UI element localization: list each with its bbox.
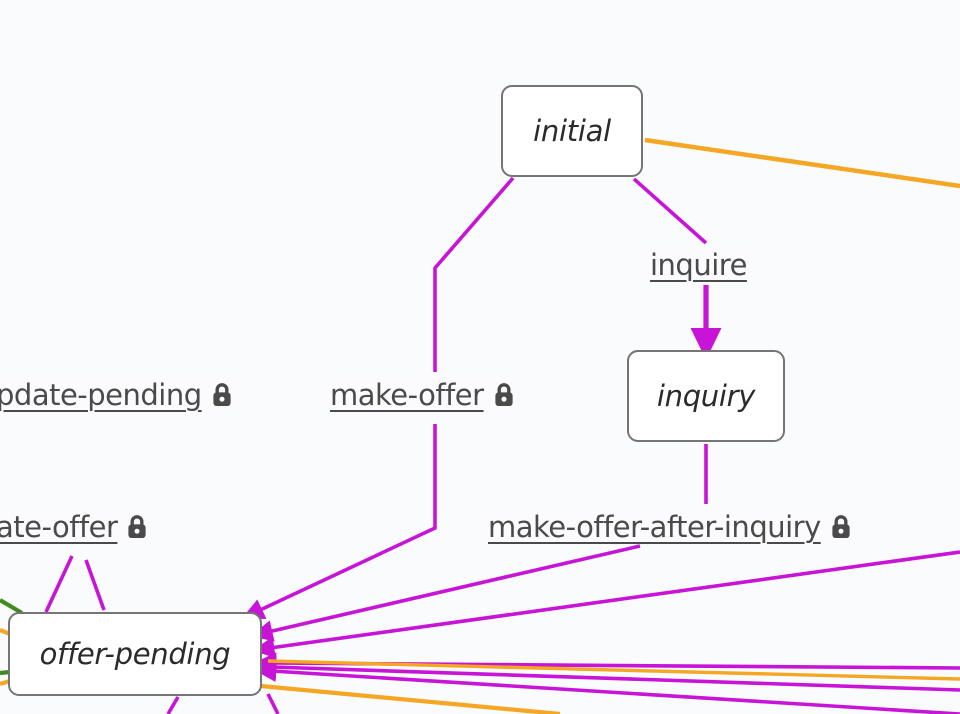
edge-label-update-pending-text: pdate-pending xyxy=(0,378,202,412)
edge-initial-to-offscreen-right xyxy=(644,137,960,189)
edge-initial-to-offer-pending-upper xyxy=(433,176,515,372)
edge-update-offer-stub xyxy=(44,555,74,613)
node-offer-pending[interactable]: offer-pending xyxy=(8,612,262,696)
node-initial[interactable]: initial xyxy=(501,85,643,177)
edge-offer-pending-top-magenta xyxy=(84,559,106,611)
edge-offscreen-to-offer-pending-4 xyxy=(254,660,960,714)
edge-offer-pending-orange-out-right xyxy=(260,683,561,714)
edge-label-update-offer[interactable]: ate-offer xyxy=(0,510,151,544)
edge-label-make-offer-after-inquiry[interactable]: make-offer-after-inquiry xyxy=(486,510,854,544)
edge-offscreen-to-offer-pending-1 xyxy=(252,550,960,659)
edge-label-make-offer-text: make-offer xyxy=(330,378,484,412)
lock-icon xyxy=(493,382,515,408)
edge-label-update-offer-text: ate-offer xyxy=(0,510,118,544)
edge-inquiry-to-offer-pending-lower xyxy=(250,544,641,642)
node-inquiry-label: inquiry xyxy=(656,379,756,413)
edge-label-inquire[interactable]: inquire xyxy=(648,248,749,282)
lock-icon xyxy=(126,514,148,540)
edge-label-inquire-text: inquire xyxy=(650,248,747,282)
lock-icon xyxy=(830,514,852,540)
node-inquiry[interactable]: inquiry xyxy=(627,350,785,442)
edge-initial-to-offer-pending-lower xyxy=(241,424,437,619)
edge-offer-pending-left-green-top xyxy=(0,598,24,615)
edge-initial-to-inquiry xyxy=(632,177,708,245)
node-offer-pending-label: offer-pending xyxy=(39,637,231,671)
edge-offscreen-to-offer-pending-3 xyxy=(254,656,960,692)
edge-label-make-offer[interactable]: make-offer xyxy=(328,378,517,412)
edge-offer-pending-bottom-magenta xyxy=(166,696,180,714)
edge-offer-pending-orange-bundle xyxy=(267,659,960,681)
edge-label-update-pending[interactable]: pdate-pending xyxy=(0,378,235,412)
edge-offer-pending-bottom-magenta-2 xyxy=(266,693,280,714)
node-initial-label: initial xyxy=(533,114,611,148)
edge-label-make-offer-after-inquiry-text: make-offer-after-inquiry xyxy=(488,510,821,544)
lock-icon xyxy=(211,382,233,408)
